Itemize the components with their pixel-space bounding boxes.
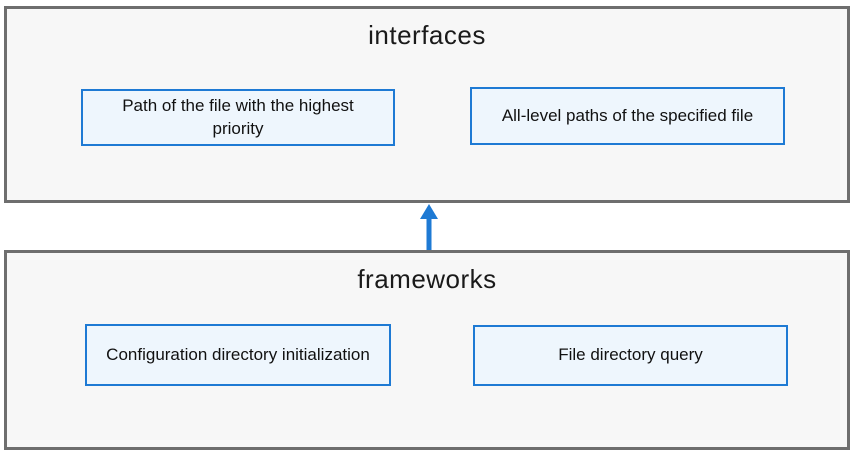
layer-interfaces: interfaces Path of the file with the hig… — [4, 6, 850, 203]
layer-frameworks-title: frameworks — [357, 264, 497, 294]
up-arrow-icon — [415, 204, 443, 250]
layer-interfaces-title: interfaces — [368, 20, 486, 50]
node-file-directory-query: File directory query — [473, 325, 788, 386]
node-highest-priority-path: Path of the file with the highest priori… — [81, 89, 395, 146]
node-config-dir-initialization: Configuration directory initialization — [85, 324, 391, 386]
layer-frameworks: frameworks Configuration directory initi… — [4, 250, 850, 450]
node-all-level-paths: All-level paths of the specified file — [470, 87, 785, 145]
